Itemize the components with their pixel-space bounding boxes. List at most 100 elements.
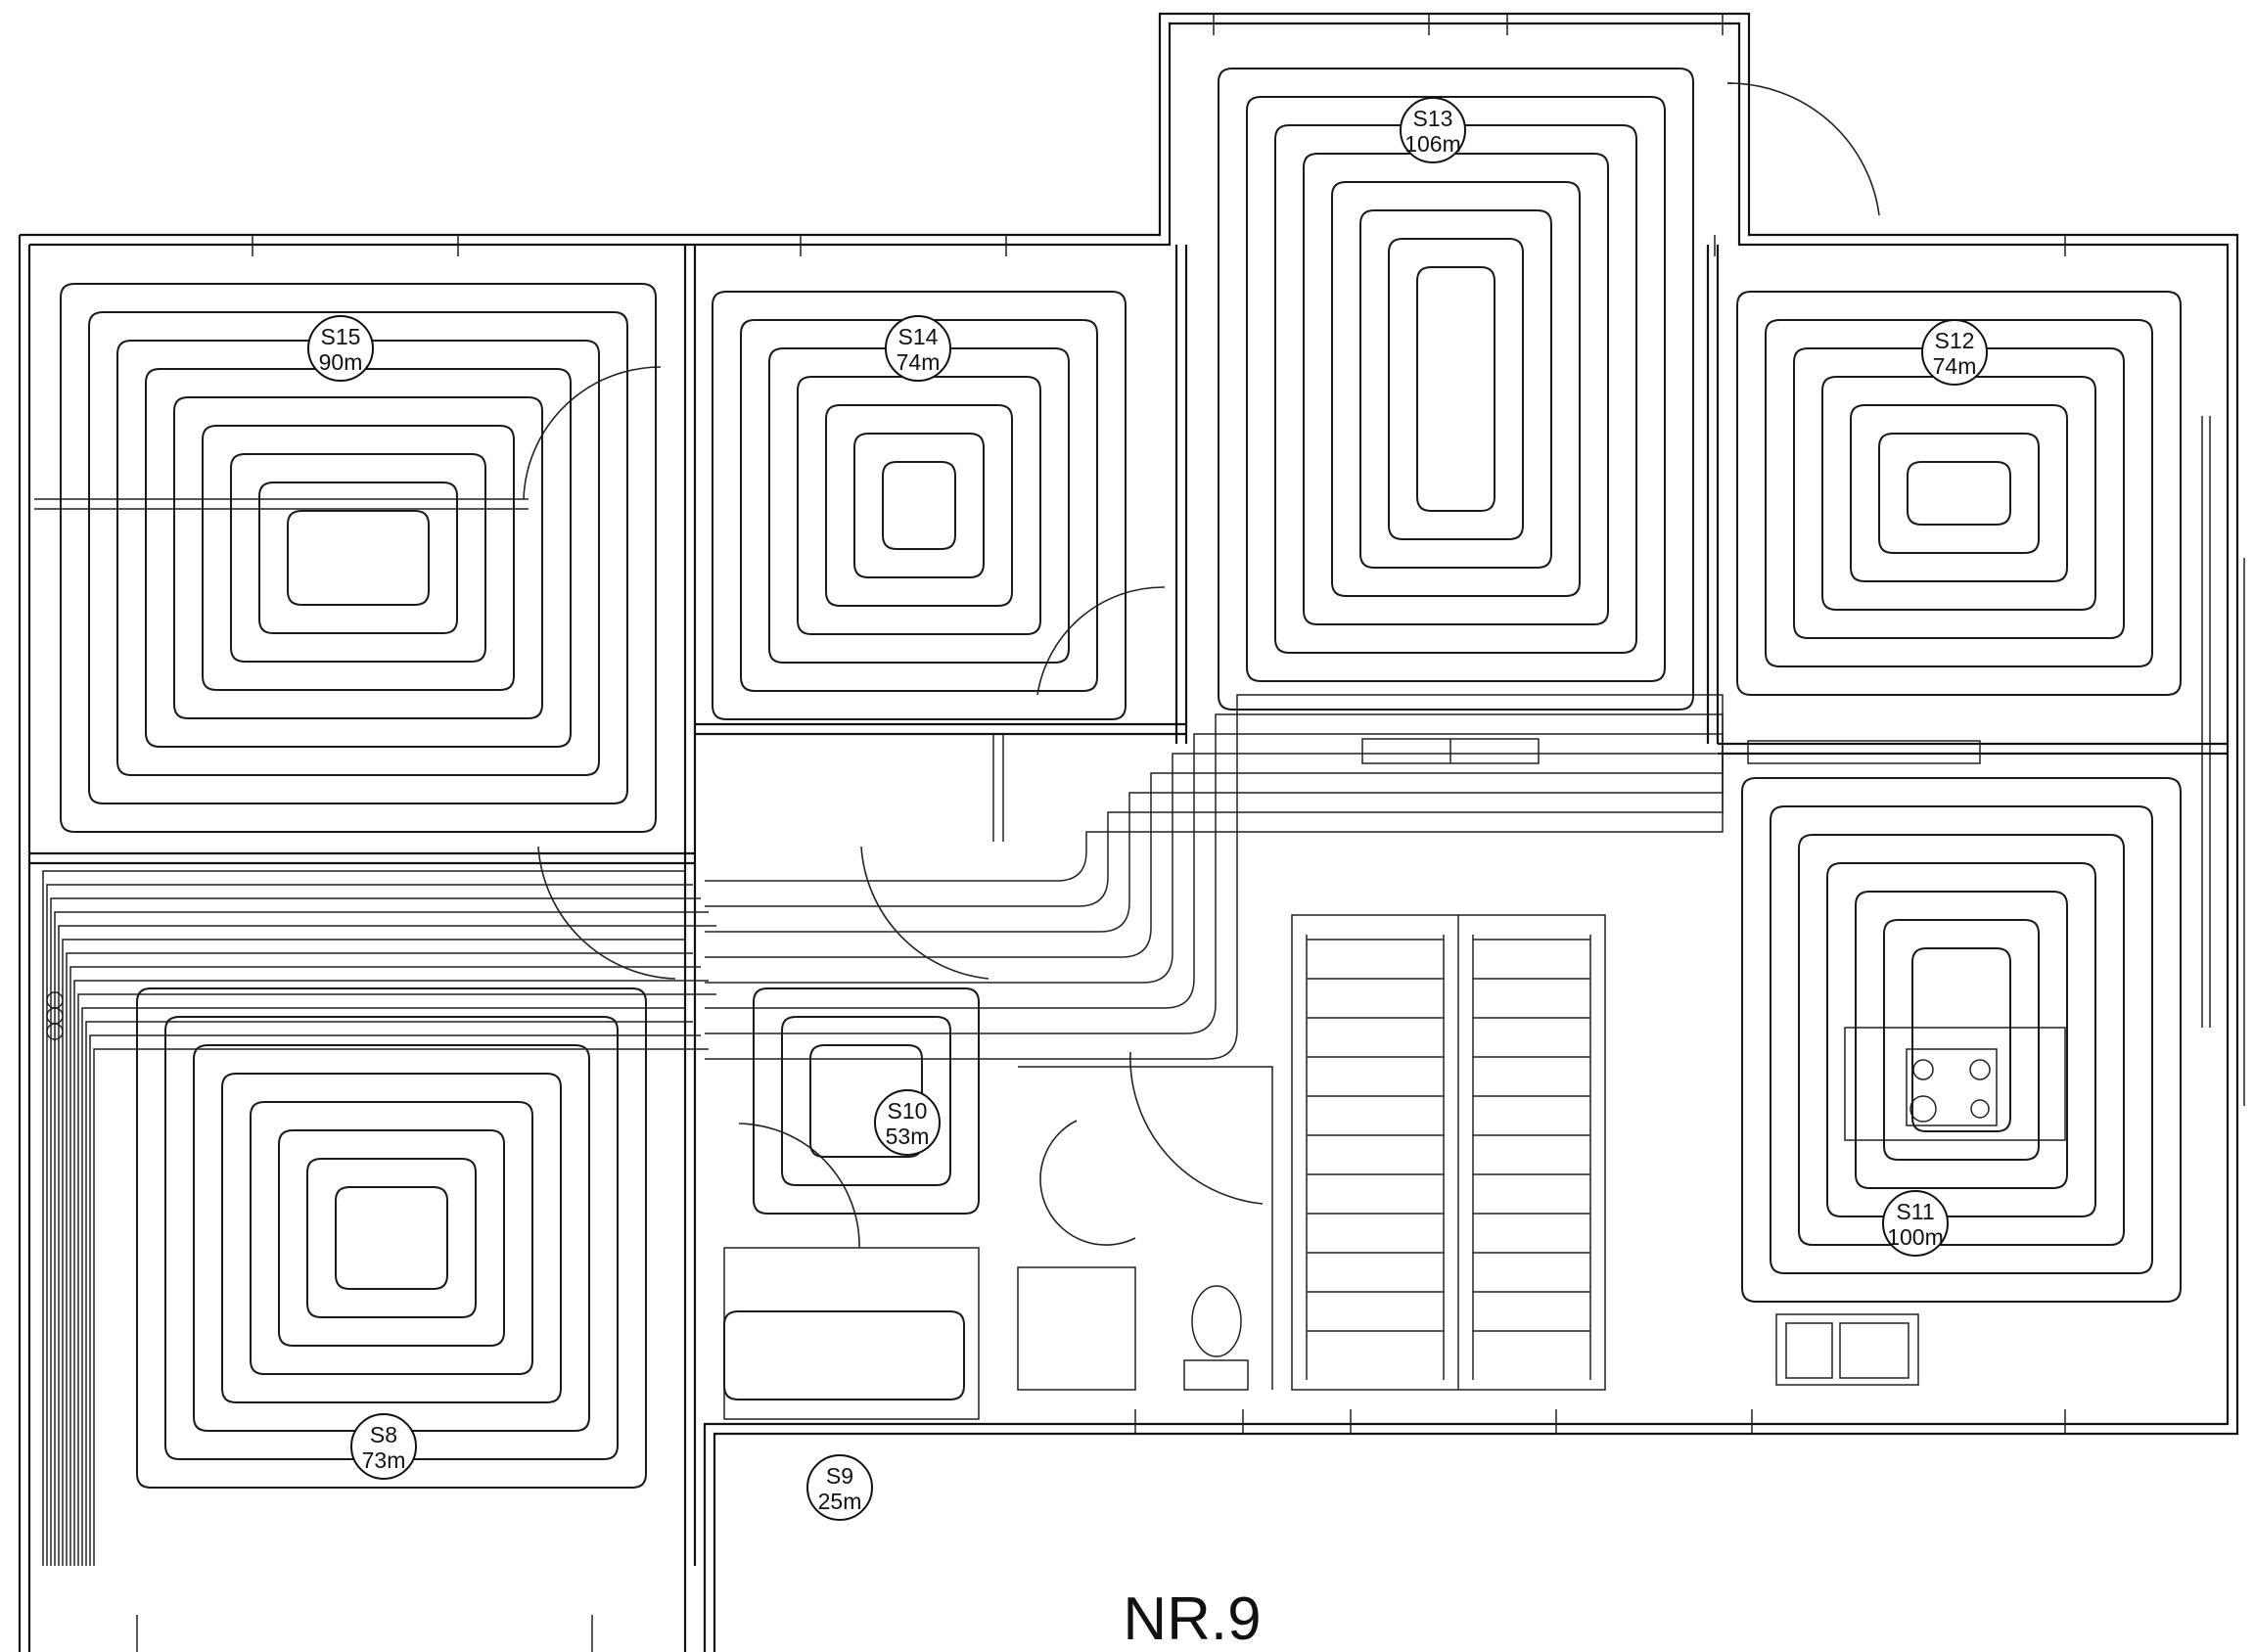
pipe-loop-s11 <box>1826 862 2096 1217</box>
pipe-loop-s12 <box>1850 404 2068 582</box>
pipe-loop-s11 <box>1770 805 2153 1274</box>
pipe-loop-s12 <box>1736 291 2182 696</box>
pipe-feed-line <box>69 966 701 1566</box>
pipe-feed-line <box>705 753 1724 984</box>
pipe-feed-line <box>705 763 1724 933</box>
pipe-feed-line <box>46 884 693 1566</box>
svg-text:90m: 90m <box>319 349 363 375</box>
pipe-loop-s15 <box>287 510 430 606</box>
svg-text:S10: S10 <box>888 1098 928 1124</box>
pipe-feed-line <box>705 763 1724 882</box>
circuit-label-s10: S10 53m <box>874 1089 941 1156</box>
pipe-feed-line <box>705 694 1724 1060</box>
pipe-loop-s13 <box>1303 153 1609 625</box>
pipe-feed-line <box>50 897 701 1566</box>
pipe-loop-s13 <box>1331 181 1581 597</box>
pipe-loop-s8 <box>278 1129 505 1347</box>
pipe-loop-s13 <box>1416 266 1495 512</box>
circuit-labels: S15 90m S14 74m S13 106m S12 74m S11 100… <box>307 97 1988 1521</box>
pipe-feed-line <box>705 763 1724 907</box>
pipe-loop-s14 <box>853 433 985 578</box>
pipe-loop-s12 <box>1821 376 2096 611</box>
pipe-loop-s15 <box>258 482 458 634</box>
pipe-loop-s8 <box>221 1073 562 1403</box>
pipe-feed-line <box>66 952 693 1566</box>
pipe-loop-s10 <box>809 1044 923 1158</box>
pipe-loop-s15 <box>230 453 486 663</box>
pipe-loop-s8 <box>250 1101 533 1375</box>
pipe-loop-s13 <box>1274 124 1637 654</box>
pipe-loop-s12 <box>1907 461 2011 526</box>
svg-text:53m: 53m <box>886 1124 930 1149</box>
pipe-feed-line <box>81 1007 685 1566</box>
pipe-feed-line <box>62 939 685 1566</box>
pipe-loop-s15 <box>116 340 600 776</box>
pipe-loop-s15 <box>60 283 657 833</box>
pipe-loop-s12 <box>1765 319 2153 667</box>
pipe-loop-s15 <box>145 368 572 748</box>
pipe-loop-s8 <box>335 1186 448 1290</box>
pipe-loop-s13 <box>1359 209 1552 569</box>
svg-text:73m: 73m <box>362 1447 406 1473</box>
svg-text:106m: 106m <box>1404 131 1461 157</box>
pipe-loop-s15 <box>173 396 543 719</box>
svg-text:S15: S15 <box>321 324 361 349</box>
circuit-label-s14: S14 74m <box>885 315 951 382</box>
outer-walls <box>18 12 2245 1652</box>
pipe-loop-s14 <box>825 404 1013 607</box>
pipe-feed-line <box>73 980 709 1566</box>
pipe-feed-line <box>705 763 1724 958</box>
pipe-loop-s11 <box>1911 947 2011 1132</box>
pipe-loop-s11 <box>1883 919 2040 1161</box>
pipe-loop-s10 <box>753 987 980 1215</box>
heating-pipe-loops <box>42 68 2182 1566</box>
pipe-loop-s8 <box>306 1158 477 1318</box>
pipe-feed-line <box>58 925 716 1566</box>
pipe-loop-s11 <box>1855 891 2068 1189</box>
circuit-label-s11: S11 100m <box>1882 1190 1949 1257</box>
pipe-loop-s11 <box>1798 834 2125 1246</box>
pipe-loop-s11 <box>1741 777 2182 1303</box>
pipe-loop-s9 <box>723 1310 965 1400</box>
pipe-loop-s14 <box>797 376 1041 635</box>
pipe-feed-line <box>89 1034 701 1566</box>
pipe-loop-s15 <box>202 425 515 691</box>
pipe-loop-s13 <box>1388 238 1524 540</box>
svg-text:S12: S12 <box>1935 328 1975 353</box>
pipe-feed-line <box>705 733 1724 1009</box>
drawing-title: NR.9 <box>1123 1585 1261 1652</box>
pipe-feed-line <box>54 911 709 1566</box>
pipe-feed-line <box>85 1021 693 1566</box>
pipe-loop-s13 <box>1218 68 1694 711</box>
svg-text:74m: 74m <box>897 349 941 375</box>
svg-text:S13: S13 <box>1413 106 1453 131</box>
pipe-feed-line <box>93 1048 709 1566</box>
pipe-loop-s8 <box>164 1016 619 1460</box>
pipe-loop-s14 <box>740 319 1098 692</box>
circuit-label-s8: S8 73m <box>350 1413 417 1480</box>
pipe-loop-s12 <box>1878 433 2040 554</box>
svg-text:25m: 25m <box>818 1489 862 1514</box>
svg-text:100m: 100m <box>1887 1224 1944 1250</box>
pipe-feed-line <box>42 870 685 1566</box>
circuit-label-s13: S13 106m <box>1400 97 1466 163</box>
pipe-feed-line <box>705 713 1724 1034</box>
pipe-loop-s14 <box>882 461 956 550</box>
pipe-loop-s10 <box>781 1016 951 1186</box>
interior-walls <box>29 245 2228 1652</box>
pipe-loop-s14 <box>712 291 1127 720</box>
pipe-loop-s14 <box>768 347 1070 664</box>
pipe-loop-s13 <box>1246 96 1666 682</box>
circuit-label-s9: S9 25m <box>806 1454 873 1521</box>
svg-text:S11: S11 <box>1896 1199 1934 1224</box>
pipe-loop-s8 <box>193 1044 590 1432</box>
svg-text:S14: S14 <box>898 324 939 349</box>
circuit-label-s12: S12 74m <box>1921 319 1988 386</box>
svg-text:S8: S8 <box>370 1422 397 1447</box>
pipe-loop-s15 <box>88 311 628 804</box>
circuit-label-s15: S15 90m <box>307 315 374 382</box>
svg-text:74m: 74m <box>1933 353 1977 379</box>
pipe-loop-s12 <box>1793 347 2125 639</box>
pipe-loop-s8 <box>136 987 647 1489</box>
